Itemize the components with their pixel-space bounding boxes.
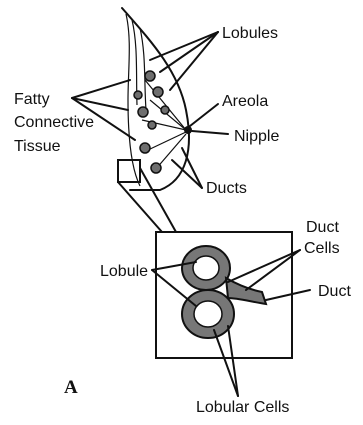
panel-label: A [64, 377, 78, 398]
label-nipple: Nipple [234, 128, 279, 145]
label-duct-cells-2: Cells [304, 240, 340, 257]
leader-lines [72, 32, 310, 396]
label-fatty-3: Tissue [14, 138, 61, 155]
label-lobule: Lobule [100, 263, 148, 280]
label-ducts: Ducts [206, 180, 247, 197]
label-fatty-1: Fatty [14, 91, 50, 108]
label-duct-cells-1: Duct [306, 219, 339, 236]
label-duct: Duct [318, 283, 351, 300]
breast-illustration [118, 8, 192, 190]
label-areola: Areola [222, 93, 268, 110]
label-fatty-2: Connective [14, 114, 94, 131]
label-lobules: Lobules [222, 25, 278, 42]
label-lobular-cells: Lobular Cells [196, 399, 289, 416]
